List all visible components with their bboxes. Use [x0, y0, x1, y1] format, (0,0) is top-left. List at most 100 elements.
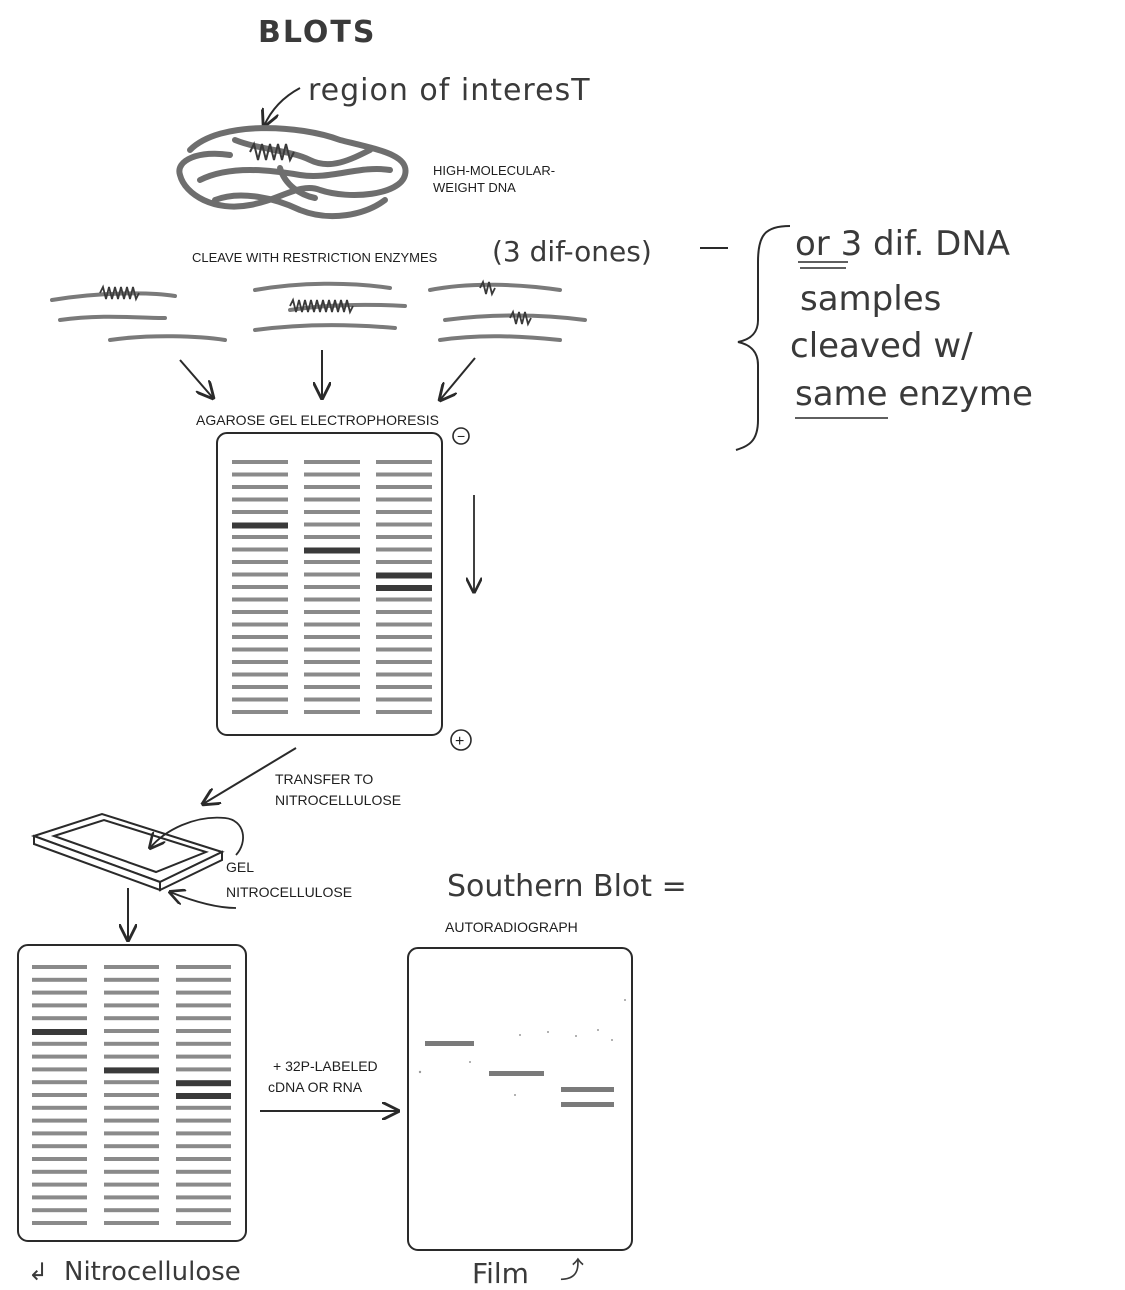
nitro-stack-label: NITROCELLULOSE [226, 884, 352, 900]
dna-label-line2: WEIGHT DNA [433, 180, 516, 195]
band [32, 1169, 87, 1174]
band [232, 685, 288, 689]
side-note-line3: cleaved w/ [790, 326, 973, 366]
band [104, 1221, 159, 1225]
band [176, 1208, 231, 1213]
band [376, 535, 432, 539]
band [176, 1029, 231, 1033]
band [176, 1195, 231, 1200]
band [376, 697, 432, 702]
band [376, 622, 432, 627]
band [104, 1041, 159, 1046]
band-probe-target [176, 1093, 231, 1099]
band [176, 1016, 231, 1021]
band-probe-target [104, 1067, 159, 1074]
band [32, 1131, 87, 1136]
band [104, 1093, 159, 1097]
band [176, 1182, 231, 1187]
gel-pointer [150, 816, 244, 856]
band [176, 1105, 231, 1110]
band-probe-target [376, 572, 432, 579]
band [304, 485, 360, 489]
transfer-line2: NITROCELLULOSE [275, 792, 401, 808]
region-of-interest-note: region of interesT [308, 73, 591, 108]
or-underline [798, 261, 848, 269]
plus-sign: + [455, 733, 464, 750]
band [232, 710, 288, 714]
band [32, 1080, 87, 1085]
band [376, 635, 432, 639]
band [32, 977, 87, 982]
transfer-stack [30, 812, 225, 892]
band [104, 1208, 159, 1213]
band [376, 610, 432, 614]
band [232, 572, 288, 577]
band [376, 597, 432, 602]
band [376, 510, 432, 514]
minus-sign: − [457, 428, 465, 444]
band [176, 1157, 231, 1161]
band [304, 635, 360, 639]
band [176, 990, 231, 995]
fragment-marks [99, 279, 532, 327]
band [176, 1067, 231, 1072]
band [32, 1067, 87, 1072]
band [304, 660, 360, 664]
band [232, 535, 288, 539]
band [232, 485, 288, 489]
band [104, 1003, 159, 1008]
band [176, 1131, 231, 1136]
film-band [561, 1102, 614, 1107]
band [304, 710, 360, 714]
band [176, 1054, 231, 1059]
band [232, 610, 288, 614]
band [304, 672, 360, 677]
to-gel-arrows [179, 350, 476, 400]
transfer-line1: TRANSFER TO [275, 771, 373, 787]
band [176, 1118, 231, 1123]
band [176, 1221, 231, 1225]
probe-line1: + 32P-LABELED [273, 1058, 378, 1074]
band [304, 685, 360, 689]
band [376, 485, 432, 489]
band [232, 510, 288, 514]
band [32, 1093, 87, 1097]
band [104, 1144, 159, 1149]
side-note-line1: or 3 dif. DNA [795, 224, 1010, 264]
band [304, 572, 360, 577]
band [176, 977, 231, 982]
cleave-label: CLEAVE WITH RESTRICTION ENZYMES [192, 250, 438, 265]
band [304, 697, 360, 702]
band [176, 1169, 231, 1174]
band [104, 1029, 159, 1033]
band [176, 1003, 231, 1008]
band [304, 460, 360, 464]
film-speckles [418, 999, 626, 1096]
band [376, 522, 432, 527]
transfer-arrow [203, 747, 297, 804]
band [376, 672, 432, 677]
diagram-title: BLOTS [258, 15, 377, 50]
band [104, 1182, 159, 1187]
band [232, 460, 288, 464]
film-band [425, 1041, 474, 1046]
band [104, 1169, 159, 1174]
band [304, 560, 360, 564]
band [32, 1144, 87, 1149]
band [176, 1041, 231, 1046]
band [176, 1144, 231, 1149]
band [304, 585, 360, 589]
band [376, 547, 432, 552]
band [304, 647, 360, 652]
band [104, 990, 159, 995]
band [304, 610, 360, 614]
band [32, 1041, 87, 1046]
band [32, 1118, 87, 1123]
band-probe-target [304, 547, 360, 554]
autoradiograph-label: AUTORADIOGRAPH [445, 919, 578, 935]
band-probe-target [376, 585, 432, 591]
band [104, 1105, 159, 1110]
gel-stack-label: GEL [226, 859, 254, 875]
band [304, 597, 360, 602]
